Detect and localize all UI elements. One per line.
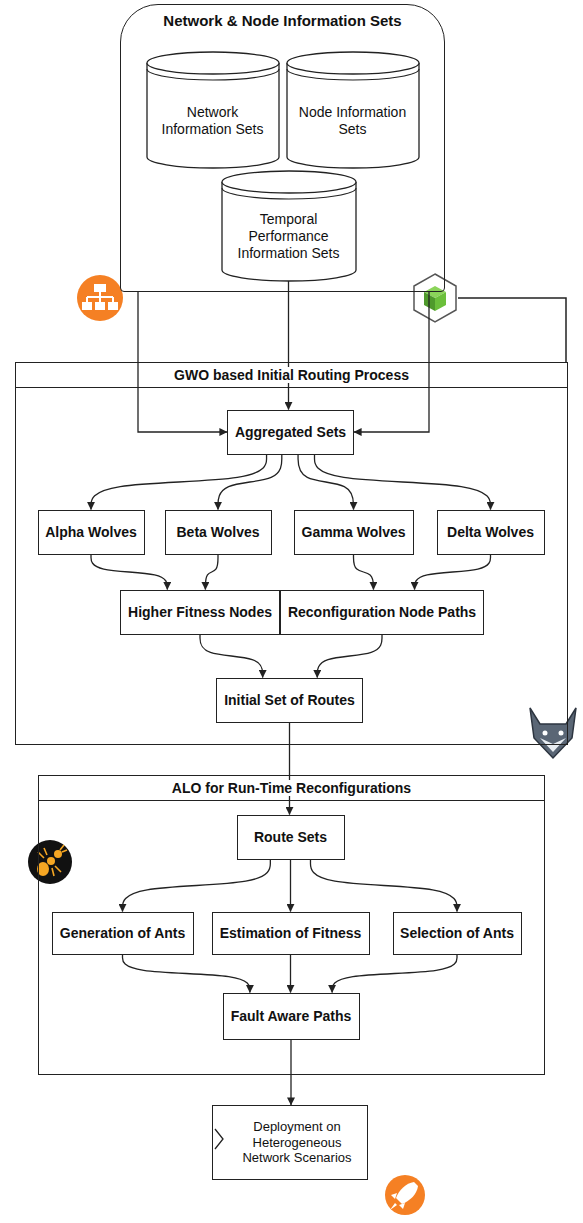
flow-arrow: [91, 455, 267, 510]
process-box: Reconfiguration Node Paths: [280, 590, 484, 635]
process-box: Aggregated Sets: [227, 410, 354, 455]
flow-arrow: [310, 860, 457, 912]
icon-part: [108, 302, 118, 310]
icon-ground: [385, 1175, 425, 1215]
node-label: Temporal Performance Information Sets: [229, 211, 349, 261]
cylinder-body: [287, 63, 419, 168]
cylinder-body: [222, 182, 356, 281]
flow-arrow: [298, 455, 353, 510]
process-box: Delta Wolves: [437, 510, 545, 555]
group-heading: Network & Node Information Sets: [163, 12, 403, 30]
process-box: Estimation of Fitness: [212, 912, 370, 955]
flow-arrow: [218, 455, 282, 510]
node-label: Deployment on Heterogeneous Network Scen…: [233, 1119, 361, 1166]
flow-arrow: [290, 860, 291, 912]
icon-part: [435, 292, 446, 311]
node-label: Gamma Wolves: [298, 524, 410, 541]
process-box: Fault Aware Paths: [223, 993, 360, 1040]
icon-part: [559, 731, 564, 736]
flow-arrow: [288, 281, 289, 410]
node-label: Route Sets: [244, 829, 338, 846]
ant-icon: [28, 840, 72, 884]
process-box: Selection of Ants: [393, 912, 522, 955]
node-label: Generation of Ants: [56, 925, 190, 942]
group-container: Network & Node Information SetsNetwork I…: [120, 4, 445, 292]
wolf-icon: [530, 708, 576, 758]
process-box: Alpha Wolves: [38, 510, 145, 555]
node-label: Reconfiguration Node Paths: [284, 604, 480, 621]
cylinder-top: [287, 52, 419, 74]
flow-arrow: [123, 860, 271, 912]
cylinder-top: [147, 52, 279, 74]
hierarchy-icon: [77, 275, 123, 321]
process-box: Initial Set of Routes: [216, 678, 363, 723]
flow-arrow: [354, 555, 374, 590]
node-label: Node Information Sets: [294, 104, 412, 138]
icon-part: [38, 845, 67, 876]
icon-part: [543, 731, 548, 736]
flow-arrow: [290, 955, 291, 993]
node-label: Higher Fitness Nodes: [124, 604, 276, 621]
node-label: Selection of Ants: [396, 925, 518, 942]
icon-part: [540, 738, 566, 752]
process-box: Generation of Ants: [52, 912, 194, 955]
group-heading: GWO based Initial Routing Process: [170, 367, 413, 383]
icon-ground: [414, 274, 456, 322]
deployment-box: Deployment on Heterogeneous Network Scen…: [212, 1105, 368, 1180]
flow-arrow: [332, 955, 457, 993]
database-cylinder: Temporal Performance Information Sets: [221, 171, 357, 281]
flow-arrow: [290, 1040, 291, 1106]
icon-part: [530, 708, 576, 758]
process-band: ALO for Run-Time ReconfigurationsRoute S…: [38, 775, 545, 1075]
flow-arrow: [315, 455, 491, 510]
band-header: GWO based Initial Routing Process: [16, 363, 567, 388]
icon-part: [396, 1182, 418, 1204]
icon-part: [390, 1193, 405, 1210]
icon-ground: [77, 275, 123, 321]
database-cylinder: Node Information Sets: [286, 52, 420, 168]
node-label: Aggregated Sets: [231, 424, 350, 441]
node-label: Beta Wolves: [172, 524, 265, 541]
flow-arrow: [415, 555, 491, 590]
cylinder-ring: [287, 69, 419, 80]
process-box: Gamma Wolves: [294, 510, 414, 555]
node-label: Network Information Sets: [154, 104, 272, 138]
flow-arrow: [200, 635, 263, 678]
process-band: GWO based Initial Routing ProcessAggrega…: [15, 362, 568, 745]
flow-arrow: [123, 955, 250, 993]
flow-arrow: [317, 635, 382, 678]
process-box: Higher Fitness Nodes: [120, 590, 280, 635]
rocket-icon: [385, 1175, 425, 1215]
flag-notch: [215, 1129, 223, 1149]
cylinder-top: [222, 171, 356, 193]
icon-part: [87, 292, 113, 302]
band-header: ALO for Run-Time Reconfigurations: [39, 776, 544, 801]
node-label: Delta Wolves: [443, 524, 538, 541]
process-box: Beta Wolves: [165, 510, 272, 555]
node-label: Estimation of Fitness: [216, 925, 366, 942]
cylinder-ring: [147, 69, 279, 80]
flow-arrow: [205, 555, 218, 590]
database-cylinder: Network Information Sets: [146, 52, 280, 168]
leader-line: [458, 298, 566, 362]
process-box: Route Sets: [237, 815, 345, 860]
node-label: Fault Aware Paths: [227, 1008, 356, 1025]
icon-part: [95, 302, 105, 310]
node-label: Alpha Wolves: [41, 524, 141, 541]
cylinder-body: [147, 63, 279, 168]
icon-part: [54, 850, 62, 858]
group-heading: ALO for Run-Time Reconfigurations: [168, 780, 415, 796]
flow-arrow: [91, 555, 167, 590]
cube-icon: [414, 274, 456, 322]
node-label: Initial Set of Routes: [220, 692, 359, 709]
cylinder-ring: [222, 188, 356, 199]
icon-part: [47, 857, 55, 865]
icon-ground: [28, 840, 72, 884]
icon-part: [82, 302, 92, 310]
icon-part: [94, 284, 106, 292]
